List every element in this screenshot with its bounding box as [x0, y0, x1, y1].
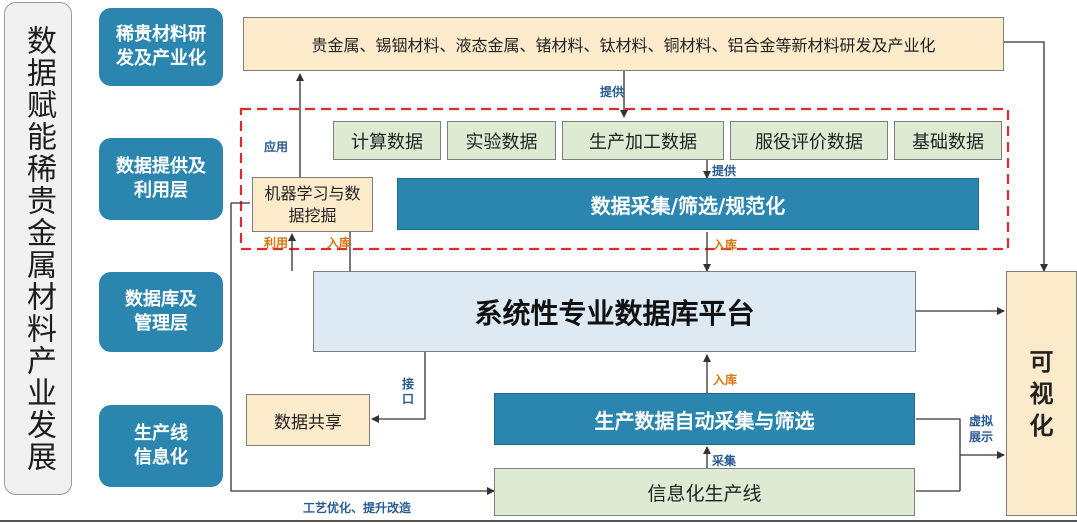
rd-box: 贵金属、锡铟材料、液态金属、锗材料、钛材料、铜材料、铝合金等新材料研发及产业化 [243, 17, 1004, 71]
arrow-optimize [230, 203, 495, 495]
label-store-1: 入库 [327, 236, 352, 250]
label-virtual-display: 虚拟展示 [969, 414, 994, 444]
arrow-interface [371, 352, 426, 423]
ml-box: 机器学习与数据挖掘 [252, 177, 373, 232]
label-store-2: 入库 [713, 238, 738, 252]
calc-data-box: 计算数据 [333, 121, 441, 160]
visualization-box: 可视化 [1006, 271, 1077, 516]
main-title: 数据赋能稀贵金属材料产业发展 [21, 24, 56, 473]
label-provide-1: 提供 [600, 85, 625, 99]
label-use: 利用 [264, 236, 289, 250]
layer-database-management: 数据库及管理层 [99, 272, 223, 352]
production-line-box: 信息化生产线 [494, 468, 915, 516]
data-share-box: 数据共享 [246, 394, 370, 446]
auto-collect-box: 生产数据自动采集与筛选 [494, 393, 915, 445]
label-apply: 应用 [264, 140, 289, 154]
layer-production-informatization: 生产线信息化 [99, 405, 223, 487]
arrow-rd-to-visual [1004, 41, 1048, 272]
prod-data-box: 生产加工数据 [562, 121, 724, 160]
basic-data-box: 基础数据 [894, 121, 1002, 160]
exp-data-box: 实验数据 [447, 121, 556, 160]
label-optimize: 工艺优化、提升改造 [303, 501, 412, 515]
label-gather: 采集 [712, 454, 737, 468]
data-provision-group-border [239, 107, 1010, 251]
collect-box: 数据采集/筛选/规范化 [397, 178, 979, 230]
layer-data-provision: 数据提供及利用层 [99, 138, 223, 220]
arrow-virtual [916, 418, 1005, 459]
main-title-panel: 数据赋能稀贵金属材料产业发展 [4, 2, 72, 495]
label-store-3: 入库 [713, 373, 738, 387]
label-provide-2: 提供 [712, 164, 737, 178]
layer-rd-industrialization: 稀贵材料研发及产业化 [99, 8, 223, 86]
database-platform-box: 系统性专业数据库平台 [313, 271, 916, 352]
label-interface: 接口 [402, 377, 415, 406]
service-data-box: 服役评价数据 [730, 121, 888, 160]
